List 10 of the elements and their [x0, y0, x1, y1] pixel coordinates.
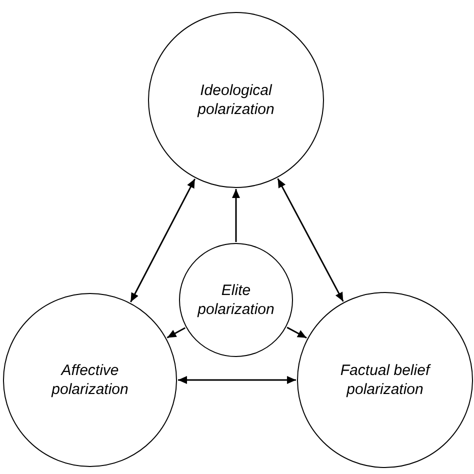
concept-label: Factual belief polarization	[339, 360, 432, 400]
arrow	[166, 327, 186, 338]
concept-label: Affective polarization	[50, 360, 130, 400]
concept-label: Elite polarization	[196, 280, 276, 320]
arrow	[232, 189, 240, 242]
arrow	[286, 326, 307, 339]
arrow	[130, 178, 196, 302]
concept-label: Ideological polarization	[196, 80, 276, 120]
arrow	[178, 376, 296, 384]
arrow	[277, 178, 344, 302]
